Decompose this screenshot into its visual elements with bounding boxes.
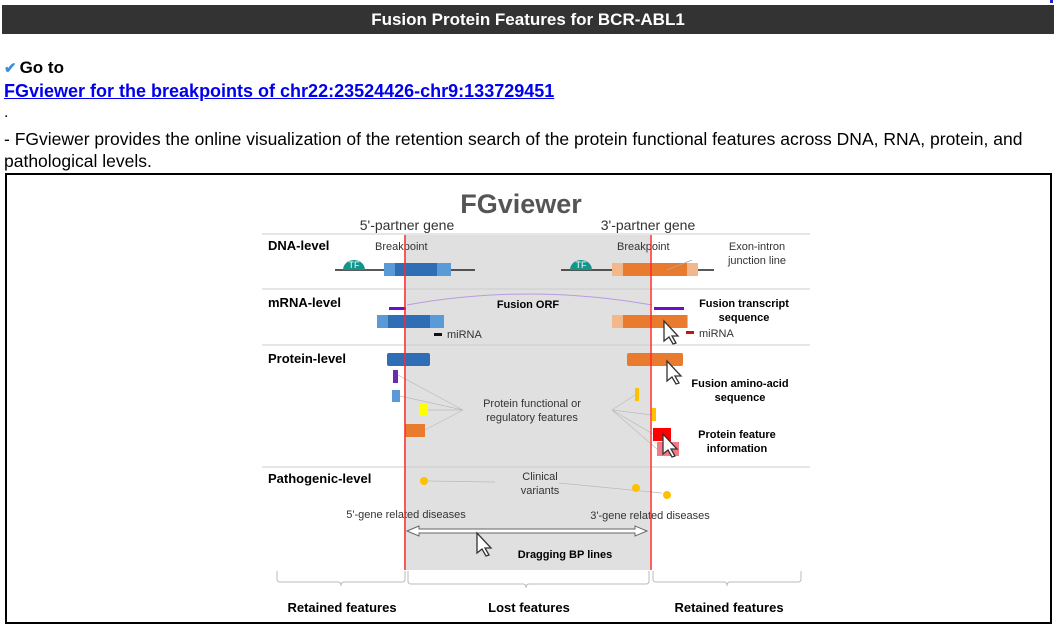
orf-bar-3 [654, 307, 684, 310]
brace-left [276, 571, 406, 587]
partner-3-label: 3'-partner gene [601, 217, 696, 233]
feature-yellow [419, 404, 428, 416]
retained-right-label: Retained features [674, 600, 783, 615]
protein-info-label: information [707, 443, 768, 455]
level-label-protein: Protein-level [268, 351, 346, 366]
dna-exons-5-core [395, 263, 437, 276]
fusion-orf-label: Fusion ORF [497, 299, 560, 311]
variant-dot [420, 477, 428, 485]
clinical-label: Clinical [522, 471, 557, 483]
mrna-5-core [388, 315, 430, 328]
brace-middle [407, 571, 650, 589]
lost-region [404, 235, 650, 570]
cursor-icon [663, 319, 680, 345]
variant-dot [632, 484, 640, 492]
junction-pointer [666, 259, 693, 271]
protein-features-label: regulatory features [486, 412, 578, 424]
level-label-mrna: mRNA-level [268, 295, 341, 310]
tf-icon [570, 260, 592, 270]
fusion-aa-label: Fusion amino-acid [691, 378, 788, 390]
mirna-marker-3 [686, 331, 694, 334]
variant-dot [663, 491, 671, 499]
feature-pointer [611, 409, 654, 435]
feature-purple [393, 370, 398, 383]
variant-pointer [558, 482, 663, 494]
top-indicator [1050, 0, 1053, 3]
fgviewer-link[interactable]: FGviewer for the breakpoints of chr22:23… [4, 81, 555, 101]
fusion-orf-arc [406, 293, 653, 306]
disease-5-label: 5'-gene related diseases [346, 509, 466, 521]
mrna-3-core [623, 315, 687, 328]
protein-features-label: Protein functional or [483, 398, 581, 410]
feature-light-blue [392, 390, 400, 402]
goto-heading: ✔ Go to [4, 58, 64, 78]
clinical-label: variants [521, 485, 560, 497]
feature-pointer [399, 395, 464, 411]
mirna-label-3: miRNA [699, 328, 734, 340]
feature-pointer [397, 374, 464, 411]
page-title: Fusion Protein Features for BCR-ABL1 [2, 5, 1054, 34]
exon-intron-label: junction line [727, 255, 786, 267]
lost-label: Lost features [488, 600, 570, 615]
feature-yellow-3 [635, 388, 639, 401]
fgviewer-figure-frame: FGviewer 5'-partner gene 3'-partner gene… [5, 173, 1052, 624]
description-text: - FGviewer provides the online visualiza… [4, 129, 1023, 171]
protein-bar-5 [387, 353, 430, 366]
mirna-label-5: miRNA [447, 329, 482, 341]
feature-pointer [424, 409, 464, 431]
feature-yellow-3 [652, 408, 656, 421]
cursor-icon [666, 359, 683, 385]
level-label-dna: DNA-level [268, 238, 329, 253]
tf-icon [343, 260, 365, 270]
level-label-pathogenic: Pathogenic-level [268, 471, 371, 486]
cursor-icon [476, 531, 493, 557]
fgviewer-diagram: FGviewer 5'-partner gene 3'-partner gene… [262, 189, 810, 615]
tf-label: TF [576, 260, 587, 270]
dna-exons-3-core [623, 263, 687, 276]
feature-pointer [611, 409, 653, 416]
partner-5-label: 5'-partner gene [360, 217, 455, 233]
fusion-aa-label: sequence [715, 392, 766, 404]
drag-arrow[interactable] [405, 525, 649, 537]
protein-info-label: Protein feature [698, 429, 776, 441]
variant-pointer [427, 480, 496, 483]
disease-3-label: 3'-gene related diseases [590, 510, 710, 522]
fusion-transcript-label: sequence [719, 312, 770, 324]
brace-right [652, 571, 802, 587]
retained-left-label: Retained features [287, 600, 396, 615]
feature-orange [405, 424, 425, 437]
feature-pointer [611, 394, 636, 411]
exon-intron-label: Exon-intron [729, 241, 785, 253]
breakpoint-label-5: Breakpoint [375, 241, 428, 253]
orf-bar-5 [389, 307, 406, 310]
protein-bar-3 [627, 353, 683, 366]
checkmark-icon: ✔ [4, 60, 17, 77]
separator: . [4, 104, 9, 121]
mirna-marker-5 [434, 333, 442, 336]
dragging-label: Dragging BP lines [518, 549, 613, 561]
breakpoint-label-3: Breakpoint [617, 241, 670, 253]
cursor-icon [662, 432, 679, 458]
tf-label: TF [349, 260, 360, 270]
figure-title: FGviewer [460, 189, 582, 219]
feature-pointer [611, 409, 658, 450]
fusion-transcript-label: Fusion transcript [699, 298, 789, 310]
goto-label: Go to [19, 58, 64, 77]
